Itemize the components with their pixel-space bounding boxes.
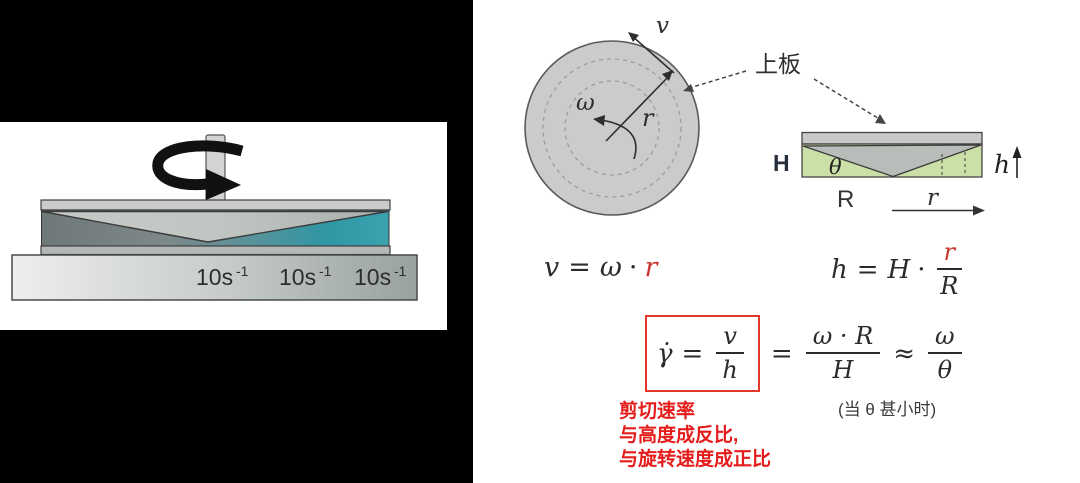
fraction-denominator: h	[722, 356, 738, 385]
radius-total-label: R	[837, 186, 854, 213]
shear-rate-exponent: -1	[236, 263, 249, 279]
fraction-numerator: r	[936, 239, 962, 271]
fraction: ω · R H	[805, 323, 881, 385]
equals-sign: =	[568, 252, 591, 283]
approx-sign: ≈	[893, 338, 916, 369]
fraction-numerator: v	[716, 323, 744, 355]
fraction-numerator: ω · R	[805, 323, 881, 355]
cone-cross-section	[802, 144, 982, 178]
annotation-line: 剪切速率	[619, 401, 696, 422]
formula-term: H	[887, 254, 911, 285]
fraction-denominator: H	[832, 356, 854, 385]
callout-dashed-line-left	[685, 70, 747, 90]
rotation-arrow-head-icon	[206, 169, 241, 200]
fraction-numerator: ω	[928, 323, 962, 355]
velocity-arrow-head-icon	[628, 32, 639, 42]
omega-label: ω	[576, 90, 595, 116]
formula-shear-rate: γ̇ = v h = ω · R H ≈ ω θ	[645, 315, 966, 393]
callout-arrow-head-icon	[683, 84, 694, 92]
dot-operator: ·	[917, 254, 926, 285]
radius-arrow-head-icon	[662, 70, 673, 81]
formula-term: h	[831, 254, 848, 285]
callout-arrow-head-icon	[875, 114, 886, 124]
omega-arc	[600, 119, 637, 160]
formula-term: v	[544, 252, 560, 283]
radius-var-label: r	[927, 185, 940, 211]
dashed-circle-inner	[564, 80, 660, 176]
cone-plate-side-view: H θ R r h	[773, 131, 1022, 216]
shear-rate-label: 10s	[279, 264, 316, 290]
r-axis-arrow-head-icon	[973, 205, 985, 216]
annotation-line: 与高度成反比,	[619, 425, 739, 446]
radius-arrow	[605, 75, 670, 142]
rotation-arrow-curve	[152, 140, 244, 191]
shear-rate-label: 10s	[196, 264, 233, 290]
cone	[41, 210, 389, 243]
upper-plate	[40, 199, 391, 211]
local-gap-label: h	[994, 150, 1010, 179]
velocity-label: v	[656, 13, 669, 39]
upper-plate-label: 上板	[755, 51, 801, 77]
upper-plate-bar	[801, 131, 983, 145]
formula-term-red: r	[644, 252, 658, 283]
shear-rate-annotation: 剪切速率 与高度成反比, 与旋转速度成正比	[619, 400, 771, 472]
lower-plate	[40, 245, 391, 256]
equals-sign: =	[856, 254, 879, 285]
schematic-diagrams: ω r v 上板 H θ R	[524, 13, 1022, 216]
dashed-circle-outer	[542, 58, 682, 198]
gap-height-label: H	[773, 150, 790, 176]
fraction: r R	[936, 239, 962, 301]
fraction-denominator: θ	[937, 356, 953, 385]
fraction: ω θ	[928, 323, 962, 385]
dot-operator: ·	[628, 252, 638, 283]
left-black-panel: 10s -1 10s -1 10s -1	[0, 0, 473, 483]
formula-velocity: v = ω · r	[544, 252, 657, 283]
omega-arrow-head-icon	[593, 115, 605, 126]
equals-sign: =	[770, 338, 793, 369]
condition-note: (当 θ 甚小时)	[838, 400, 937, 419]
rheometer-image: 10s -1 10s -1 10s -1	[0, 122, 447, 330]
shear-rate-exponent: -1	[394, 263, 407, 279]
plate-circle	[524, 40, 700, 216]
shear-rate-exponent: -1	[319, 263, 332, 279]
callout-dashed-line-right	[813, 78, 882, 121]
base-plate	[11, 254, 418, 301]
formula-term: ω	[599, 252, 622, 283]
h-up-arrow-head-icon	[1012, 146, 1022, 158]
gamma-dot: γ̇	[657, 338, 673, 369]
shear-rate-label: 10s	[354, 264, 391, 290]
highlight-red-box: γ̇ = v h	[645, 315, 760, 393]
radius-label: r	[642, 104, 655, 132]
equals-sign: =	[681, 338, 704, 369]
upper-plate-callout: 上板	[683, 51, 886, 124]
fraction-denominator: R	[940, 272, 959, 301]
velocity-arrow	[630, 34, 675, 74]
formula-gap: h = H · r R	[831, 239, 966, 301]
cone-angle-label: θ	[829, 155, 842, 179]
annotation-line: 与旋转速度成正比	[619, 449, 772, 470]
plate-top-view: ω r v	[524, 13, 700, 216]
shear-rate-labels: 10s -1 10s -1 10s -1	[196, 263, 407, 290]
fraction: v h	[716, 323, 744, 385]
cone-plate-device-drawing: 10s -1 10s -1 10s -1	[11, 134, 418, 301]
